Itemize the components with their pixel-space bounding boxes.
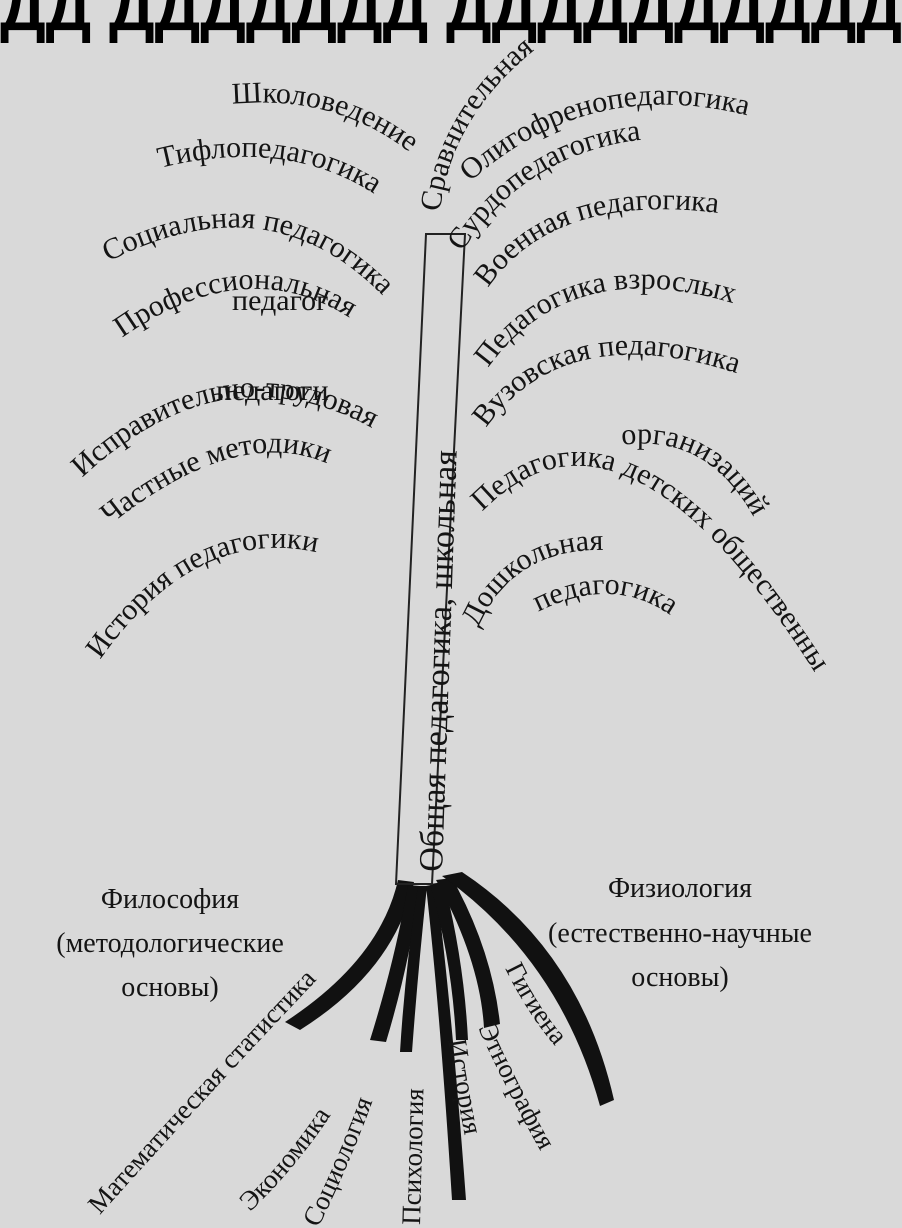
foundation-right-title: Физиология: [608, 873, 752, 904]
branch-istoriya-pedagogiki: История педагогики: [79, 522, 321, 664]
left-branches: Школоведение Тифлопедагогика Социальная …: [0, 0, 425, 664]
foundation-left-line3: основы): [121, 972, 218, 1003]
branch-tiflopedagogika: Тифлопедагогика: [154, 131, 388, 200]
branch-doshkolnaya-2: педагогика: [527, 568, 684, 621]
trunk: Общая педагогика, школьная: [396, 234, 465, 884]
foundation-right-line2: (естественно-научные: [548, 918, 812, 949]
foundation-left-line2: (методологические: [56, 928, 284, 959]
foundation-left-title: Философия: [101, 884, 239, 915]
root-psihologiya: Психология: [396, 1088, 429, 1225]
branch-ispravitelno-trudovaya-2: педагогика: [0, 0, 329, 407]
foundation-left: Философия (методологические основы): [56, 884, 284, 1003]
trunk-label: Общая педагогика, школьная: [413, 449, 465, 872]
foundation-right: Физиология (естественно-научные основы): [548, 873, 812, 993]
foundation-right-line3: основы): [631, 962, 728, 993]
